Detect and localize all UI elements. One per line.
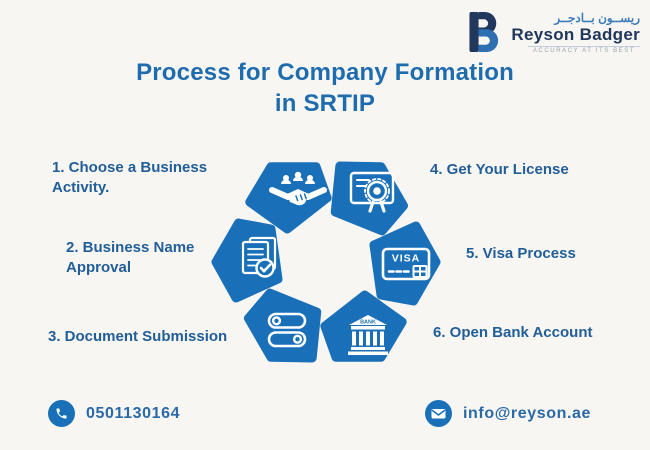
page-title-line1: Process for Company Formation	[136, 59, 514, 86]
diagram-segment	[237, 284, 333, 375]
logo-arabic-text: ريســون بــادجــر	[554, 10, 640, 25]
email-address[interactable]: info@reyson.ae	[463, 404, 592, 422]
toggle-switches-icon	[267, 312, 307, 348]
email-contact[interactable]: info@reyson.ae	[425, 400, 591, 427]
step-label-1: 1. Choose a Business Activity.	[52, 159, 208, 196]
diagram-segment	[319, 149, 415, 240]
step-label-3: 3. Document Submission	[48, 328, 228, 345]
logo-name: Reyson Badger	[511, 24, 640, 44]
bank-building-label: BANK	[360, 320, 376, 326]
email-icon	[425, 400, 452, 427]
step-label-2: 2. Business Name Approval	[66, 239, 195, 276]
phone-icon	[48, 400, 75, 427]
logo-tagline: ACCURACY AT ITS BEST	[528, 45, 640, 54]
step-label-5: 5. Visa Process	[466, 245, 576, 262]
step-label-6: 6. Open Bank Account	[433, 324, 593, 341]
phone-contact[interactable]: 0501130164	[48, 400, 180, 427]
page-title-line2: in SRTIP	[274, 90, 376, 117]
visa-card-icon: VISA	[381, 247, 431, 281]
documents-approved-icon	[241, 236, 277, 278]
phone-number[interactable]: 0501130164	[86, 404, 181, 422]
bank-building-icon: BANK	[348, 315, 388, 355]
process-cycle-diagram: VISA BANK	[203, 139, 449, 385]
license-certificate-icon	[349, 171, 395, 213]
reyson-badger-logo-mark-icon	[469, 12, 499, 52]
reyson-badger-logo: ريســون بــادجــر Reyson Badger ACCURACY…	[464, 9, 640, 55]
page-title: Process for Company Formation in SRTIP	[0, 57, 650, 119]
step-label-4: 4. Get Your License	[430, 161, 569, 178]
handshake-people-icon	[269, 171, 327, 206]
visa-card-label: VISA	[392, 253, 421, 265]
